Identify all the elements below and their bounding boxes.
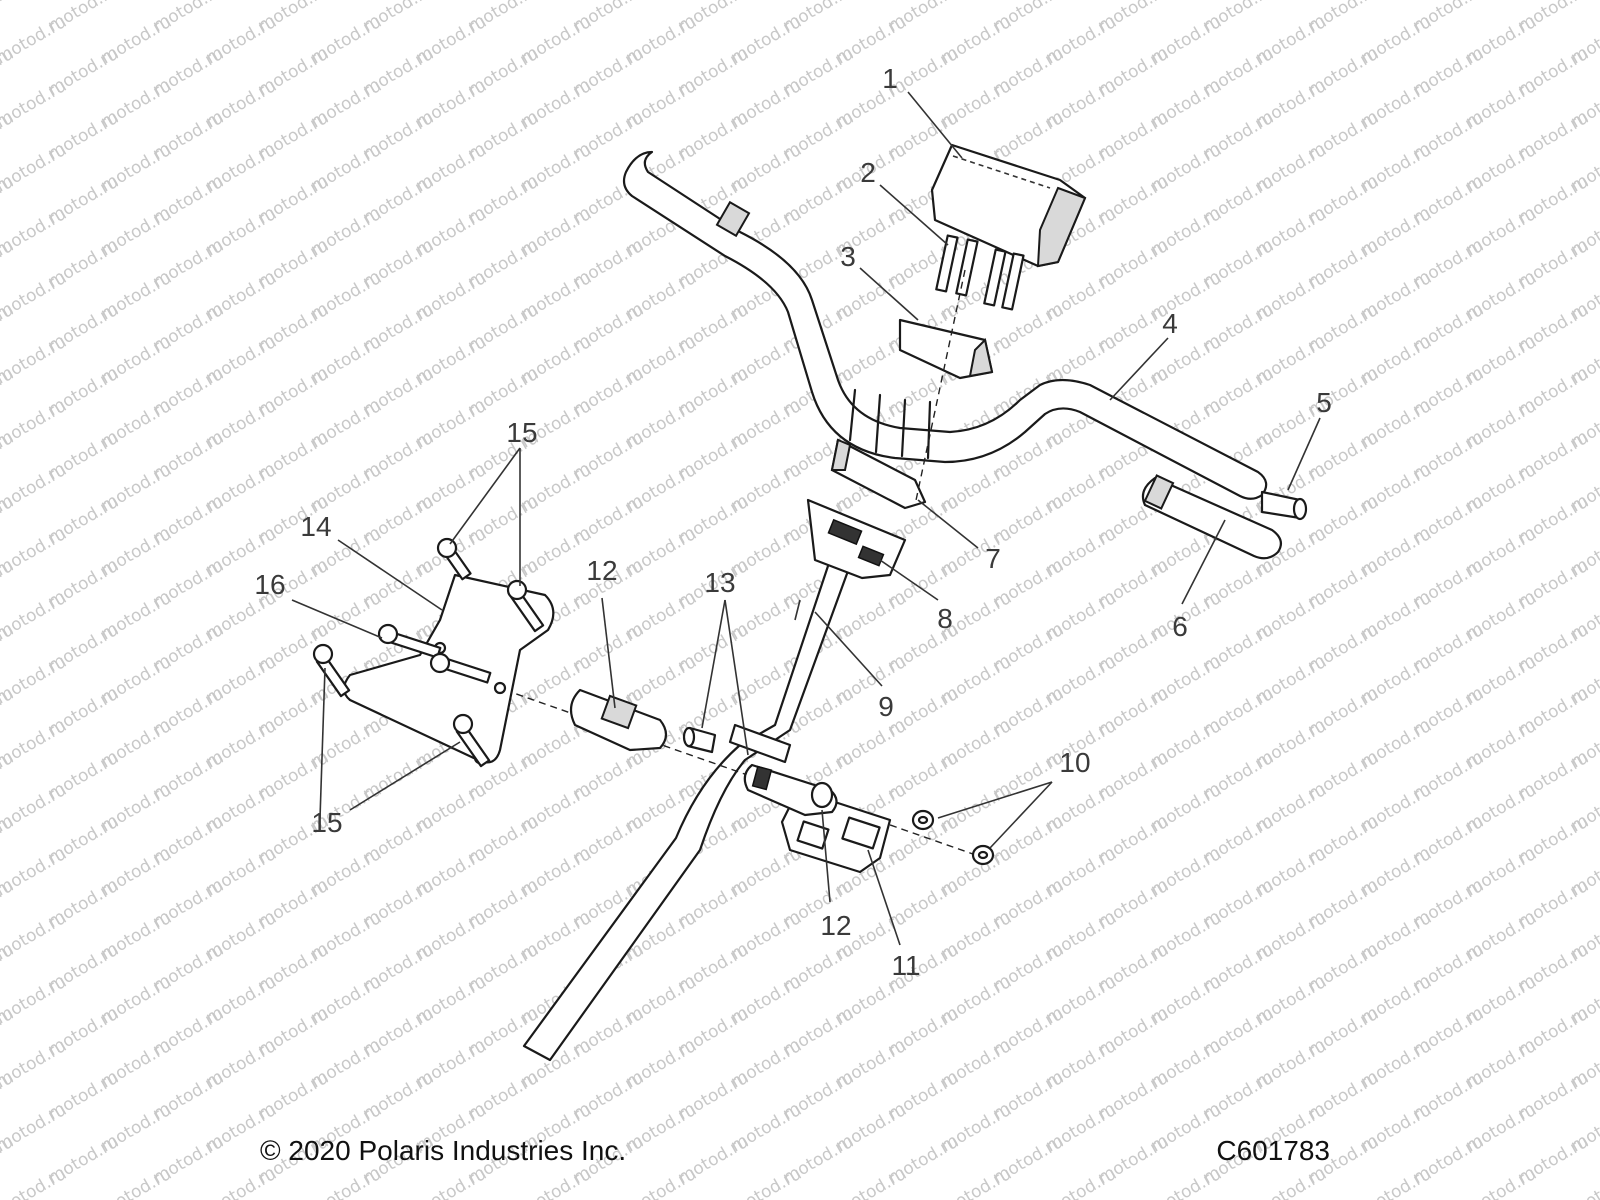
clamp-upper-part-3 bbox=[898, 318, 994, 380]
callout-15-top: 15 bbox=[506, 417, 537, 448]
watermark-text: motod.ru bbox=[255, 1196, 333, 1200]
watermark-text: motod.ru bbox=[1463, 1164, 1541, 1200]
watermark-text: motod.ru bbox=[570, 1196, 648, 1200]
watermark-text: motod.ru bbox=[518, 1164, 596, 1200]
bolt-part-16 bbox=[377, 623, 492, 684]
watermark-text: motod.ru bbox=[465, 1196, 543, 1200]
callout-4: 4 bbox=[1162, 308, 1178, 339]
callout-9: 9 bbox=[878, 691, 894, 722]
leader-lines bbox=[291, 91, 1321, 946]
watermark-text: motod.ru bbox=[990, 1196, 1068, 1200]
callout-8: 8 bbox=[937, 603, 953, 634]
watermark-text: motod.ru bbox=[728, 1164, 806, 1200]
steering-column-part-9 bbox=[522, 528, 862, 1062]
watermark-text: motod.ru bbox=[1515, 1196, 1593, 1200]
callout-16: 16 bbox=[254, 569, 285, 600]
watermark-text: motod.ru bbox=[780, 1196, 858, 1200]
watermark-text: motod.ru bbox=[938, 1164, 1016, 1200]
grip-part-6 bbox=[1141, 474, 1283, 560]
nuts-part-10 bbox=[911, 809, 995, 866]
watermark-text: motod.ru bbox=[413, 1164, 491, 1200]
watermark-text: motod.ru bbox=[308, 1164, 386, 1200]
watermark-text: motod.ru bbox=[623, 1164, 701, 1200]
callout-12-right: 12 bbox=[820, 910, 851, 941]
watermark-text: motod.ru bbox=[1253, 1164, 1331, 1200]
watermark-text: motod.ru bbox=[1568, 1164, 1600, 1200]
handlebar-part-4 bbox=[622, 150, 1268, 500]
watermark-text: motod.ru bbox=[675, 1196, 753, 1200]
watermark-text: motod.ru bbox=[1358, 1164, 1436, 1200]
watermark-text: motod.ru bbox=[45, 1196, 123, 1200]
drawing-id: C601783 bbox=[1216, 1135, 1330, 1166]
callout-2: 2 bbox=[860, 157, 876, 188]
callout-7: 7 bbox=[985, 543, 1001, 574]
watermark-text: motod.ru bbox=[203, 1164, 281, 1200]
handlebar-cover-part-1 bbox=[930, 143, 1087, 268]
callout-12-left: 12 bbox=[586, 555, 617, 586]
watermark-text: motod.ru bbox=[0, 0, 17, 36]
watermark-text: motod.ru bbox=[1410, 1196, 1488, 1200]
clamp-part-12-left bbox=[569, 688, 668, 752]
callout-11: 11 bbox=[891, 950, 920, 981]
clamp-lower-part-7 bbox=[830, 438, 927, 510]
watermark-text: motod.ru bbox=[1095, 1196, 1173, 1200]
watermark-text: motod.ru bbox=[1148, 1164, 1226, 1200]
copyright-text: © 2020 Polaris Industries Inc. bbox=[260, 1135, 626, 1166]
watermark-text: motod.ru bbox=[1305, 1196, 1383, 1200]
callout-1: 1 bbox=[882, 63, 898, 94]
clamp-part-12-right bbox=[743, 763, 838, 817]
callout-10: 10 bbox=[1059, 747, 1090, 778]
watermark-text: motod.ru bbox=[885, 1196, 963, 1200]
watermark-text: motod.ru bbox=[1043, 1164, 1121, 1200]
watermark-text: motod.ru bbox=[98, 1164, 176, 1200]
callout-5: 5 bbox=[1316, 387, 1332, 418]
callout-15-bottom: 15 bbox=[311, 807, 342, 838]
bolts-part-15 bbox=[312, 537, 545, 768]
callout-13: 13 bbox=[704, 567, 735, 598]
callout-14: 14 bbox=[300, 511, 331, 542]
callout-6: 6 bbox=[1172, 611, 1188, 642]
bolts-part-2 bbox=[935, 234, 1025, 311]
riser-bracket-part-8 bbox=[806, 498, 907, 580]
callout-3: 3 bbox=[840, 241, 856, 272]
assembly-axis-vertical bbox=[914, 269, 966, 506]
end-cap-part-5 bbox=[1260, 490, 1308, 521]
watermark-text: motod.ru bbox=[150, 1196, 228, 1200]
watermark-text: motod.ru bbox=[1200, 1196, 1278, 1200]
callout-labels: 1 2 3 4 5 6 7 8 9 10 11 12 12 13 14 15 1… bbox=[254, 63, 1331, 981]
watermark-text: motod.ru bbox=[833, 1164, 911, 1200]
watermark-text: motod.ru bbox=[0, 1164, 70, 1200]
watermark-text: motod.ru bbox=[360, 1196, 438, 1200]
